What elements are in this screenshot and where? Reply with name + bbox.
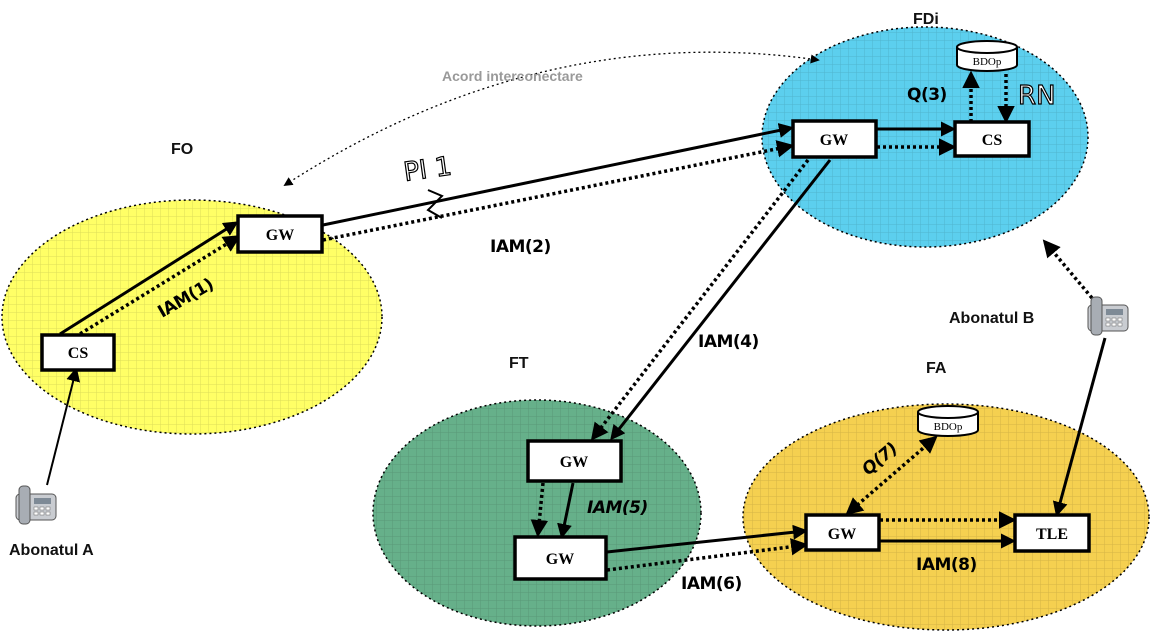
node-ft-gw2: GW bbox=[513, 535, 608, 581]
fdi-database-label: BDOp bbox=[973, 56, 1002, 68]
fo-gw-fdi-gw-dotted bbox=[322, 140, 795, 242]
network-fo-label: FO bbox=[171, 141, 193, 158]
network-fo bbox=[1, 199, 383, 435]
node-fa-gw-label: GW bbox=[828, 526, 856, 543]
network-fdi-label: FDi bbox=[913, 11, 939, 28]
interconnection-agreement-arrow bbox=[283, 51, 820, 186]
fa-database-label: BDOp bbox=[934, 421, 963, 433]
pi-break-mark bbox=[426, 189, 444, 219]
node-fdi-gw: GW bbox=[791, 119, 878, 159]
interconnection-agreement-label: Acord interconectare bbox=[442, 68, 583, 84]
msg-iam2: IAM(2) bbox=[490, 237, 551, 257]
fo-gw-fdi-gw-solid bbox=[322, 123, 794, 227]
fo-cs-gw-dotted bbox=[74, 235, 241, 339]
node-fo-gw-label: GW bbox=[266, 227, 294, 244]
msg-q3: Q(3) bbox=[907, 85, 947, 105]
subscriber-a-telephone-icon bbox=[15, 485, 57, 525]
subscriber-b-telephone-icon bbox=[1087, 296, 1129, 336]
network-ft-label: FT bbox=[509, 355, 529, 372]
msg-iam4: IAM(4) bbox=[698, 332, 759, 352]
fdi-gw-ft-gw-solid bbox=[610, 159, 832, 441]
msg-rn: RN bbox=[1018, 81, 1056, 111]
fdi-database-icon: BDOp bbox=[956, 40, 1018, 72]
ft-gw-fa-gw-solid bbox=[606, 524, 808, 554]
signalling-paths bbox=[46, 70, 1107, 572]
node-fdi-cs-label: CS bbox=[982, 132, 1003, 149]
ft-gw1-gw2-dotted bbox=[530, 482, 549, 538]
msg-iam6: IAM(6) bbox=[681, 574, 742, 594]
msg-iam5: IAM(5) bbox=[587, 498, 648, 518]
network-fa bbox=[742, 403, 1150, 631]
node-fa-tle-label: TLE bbox=[1036, 526, 1068, 543]
subscriber-a-label: Abonatul A bbox=[9, 542, 94, 559]
fa-database-icon: BDOp bbox=[917, 405, 979, 437]
network-fa-label: FA bbox=[926, 360, 947, 377]
node-ft-gw2-label: GW bbox=[546, 551, 574, 568]
subscriber-b-label: Abonatul B bbox=[949, 310, 1034, 327]
node-fo-cs: CS bbox=[40, 333, 116, 372]
node-fa-tle: TLE bbox=[1013, 513, 1091, 553]
fdi-gw-ft-gw-dotted bbox=[590, 158, 810, 441]
msg-iam8: IAM(8) bbox=[916, 555, 977, 575]
fa-gw-db-query bbox=[845, 435, 938, 516]
pi-label: PI 1 bbox=[402, 152, 454, 188]
node-fdi-gw-label: GW bbox=[820, 132, 848, 149]
subscriber-a-link bbox=[46, 367, 81, 486]
fo-cs-gw-solid bbox=[59, 221, 239, 336]
node-ft-gw1: GW bbox=[526, 439, 623, 483]
node-fdi-cs: CS bbox=[953, 120, 1031, 158]
node-fo-cs-label: CS bbox=[68, 345, 89, 362]
node-ft-gw1-label: GW bbox=[560, 454, 588, 471]
node-fo-gw: GW bbox=[236, 214, 324, 254]
network-ft bbox=[372, 399, 702, 627]
subscriber-b-fdi-dotted bbox=[1042, 239, 1094, 300]
ft-gw1-gw2-solid bbox=[557, 482, 575, 539]
subscriber-b-link bbox=[1052, 337, 1107, 517]
node-fa-gw: GW bbox=[804, 513, 881, 552]
